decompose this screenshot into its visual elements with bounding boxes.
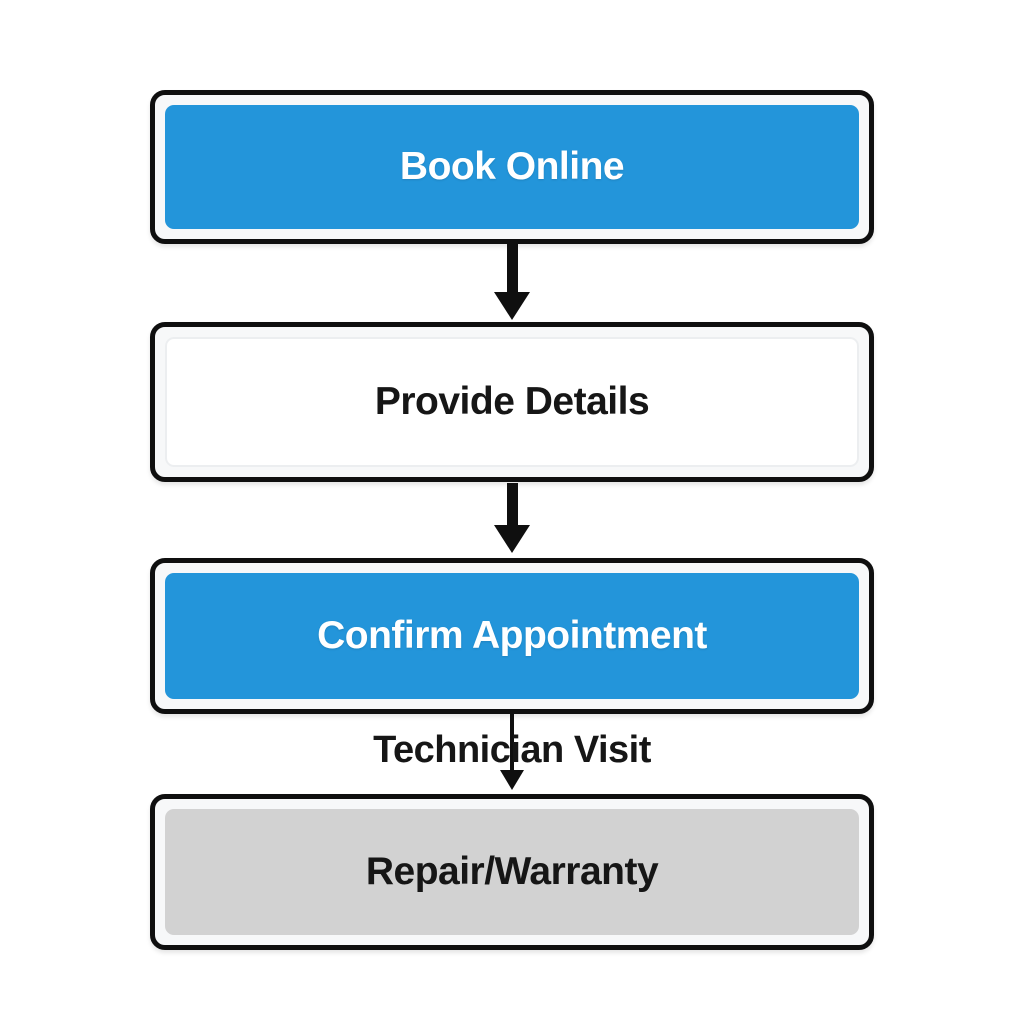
flow-step-label: Confirm Appointment bbox=[317, 614, 707, 657]
flow-step-fill: Book Online bbox=[165, 105, 859, 229]
flow-step-book-online: Book Online bbox=[150, 90, 874, 244]
arrow-head bbox=[494, 292, 530, 320]
arrow-head bbox=[494, 525, 530, 553]
down-arrow-thin-icon bbox=[500, 712, 524, 790]
flow-step-fill: Provide Details bbox=[165, 337, 859, 467]
arrow-stem bbox=[510, 712, 514, 770]
flow-step-repair-warranty: Repair/Warranty bbox=[150, 794, 874, 950]
flow-step-label: Book Online bbox=[399, 145, 625, 188]
flow-step-confirm-appointment: Confirm Appointment bbox=[150, 558, 874, 714]
arrow-head bbox=[500, 770, 524, 790]
arrow-stem bbox=[506, 244, 518, 292]
flow-step-fill: Confirm Appointment bbox=[165, 573, 859, 699]
flow-step-provide-details: Provide Details bbox=[150, 322, 874, 482]
flow-step-label: Repair/Warranty bbox=[365, 850, 659, 893]
flow-step-fill: Repair/Warranty bbox=[165, 809, 859, 935]
flow-step-label: Provide Details bbox=[374, 380, 650, 423]
arrow-stem bbox=[506, 483, 518, 525]
down-arrow-icon bbox=[494, 244, 530, 320]
down-arrow-icon bbox=[494, 483, 530, 553]
